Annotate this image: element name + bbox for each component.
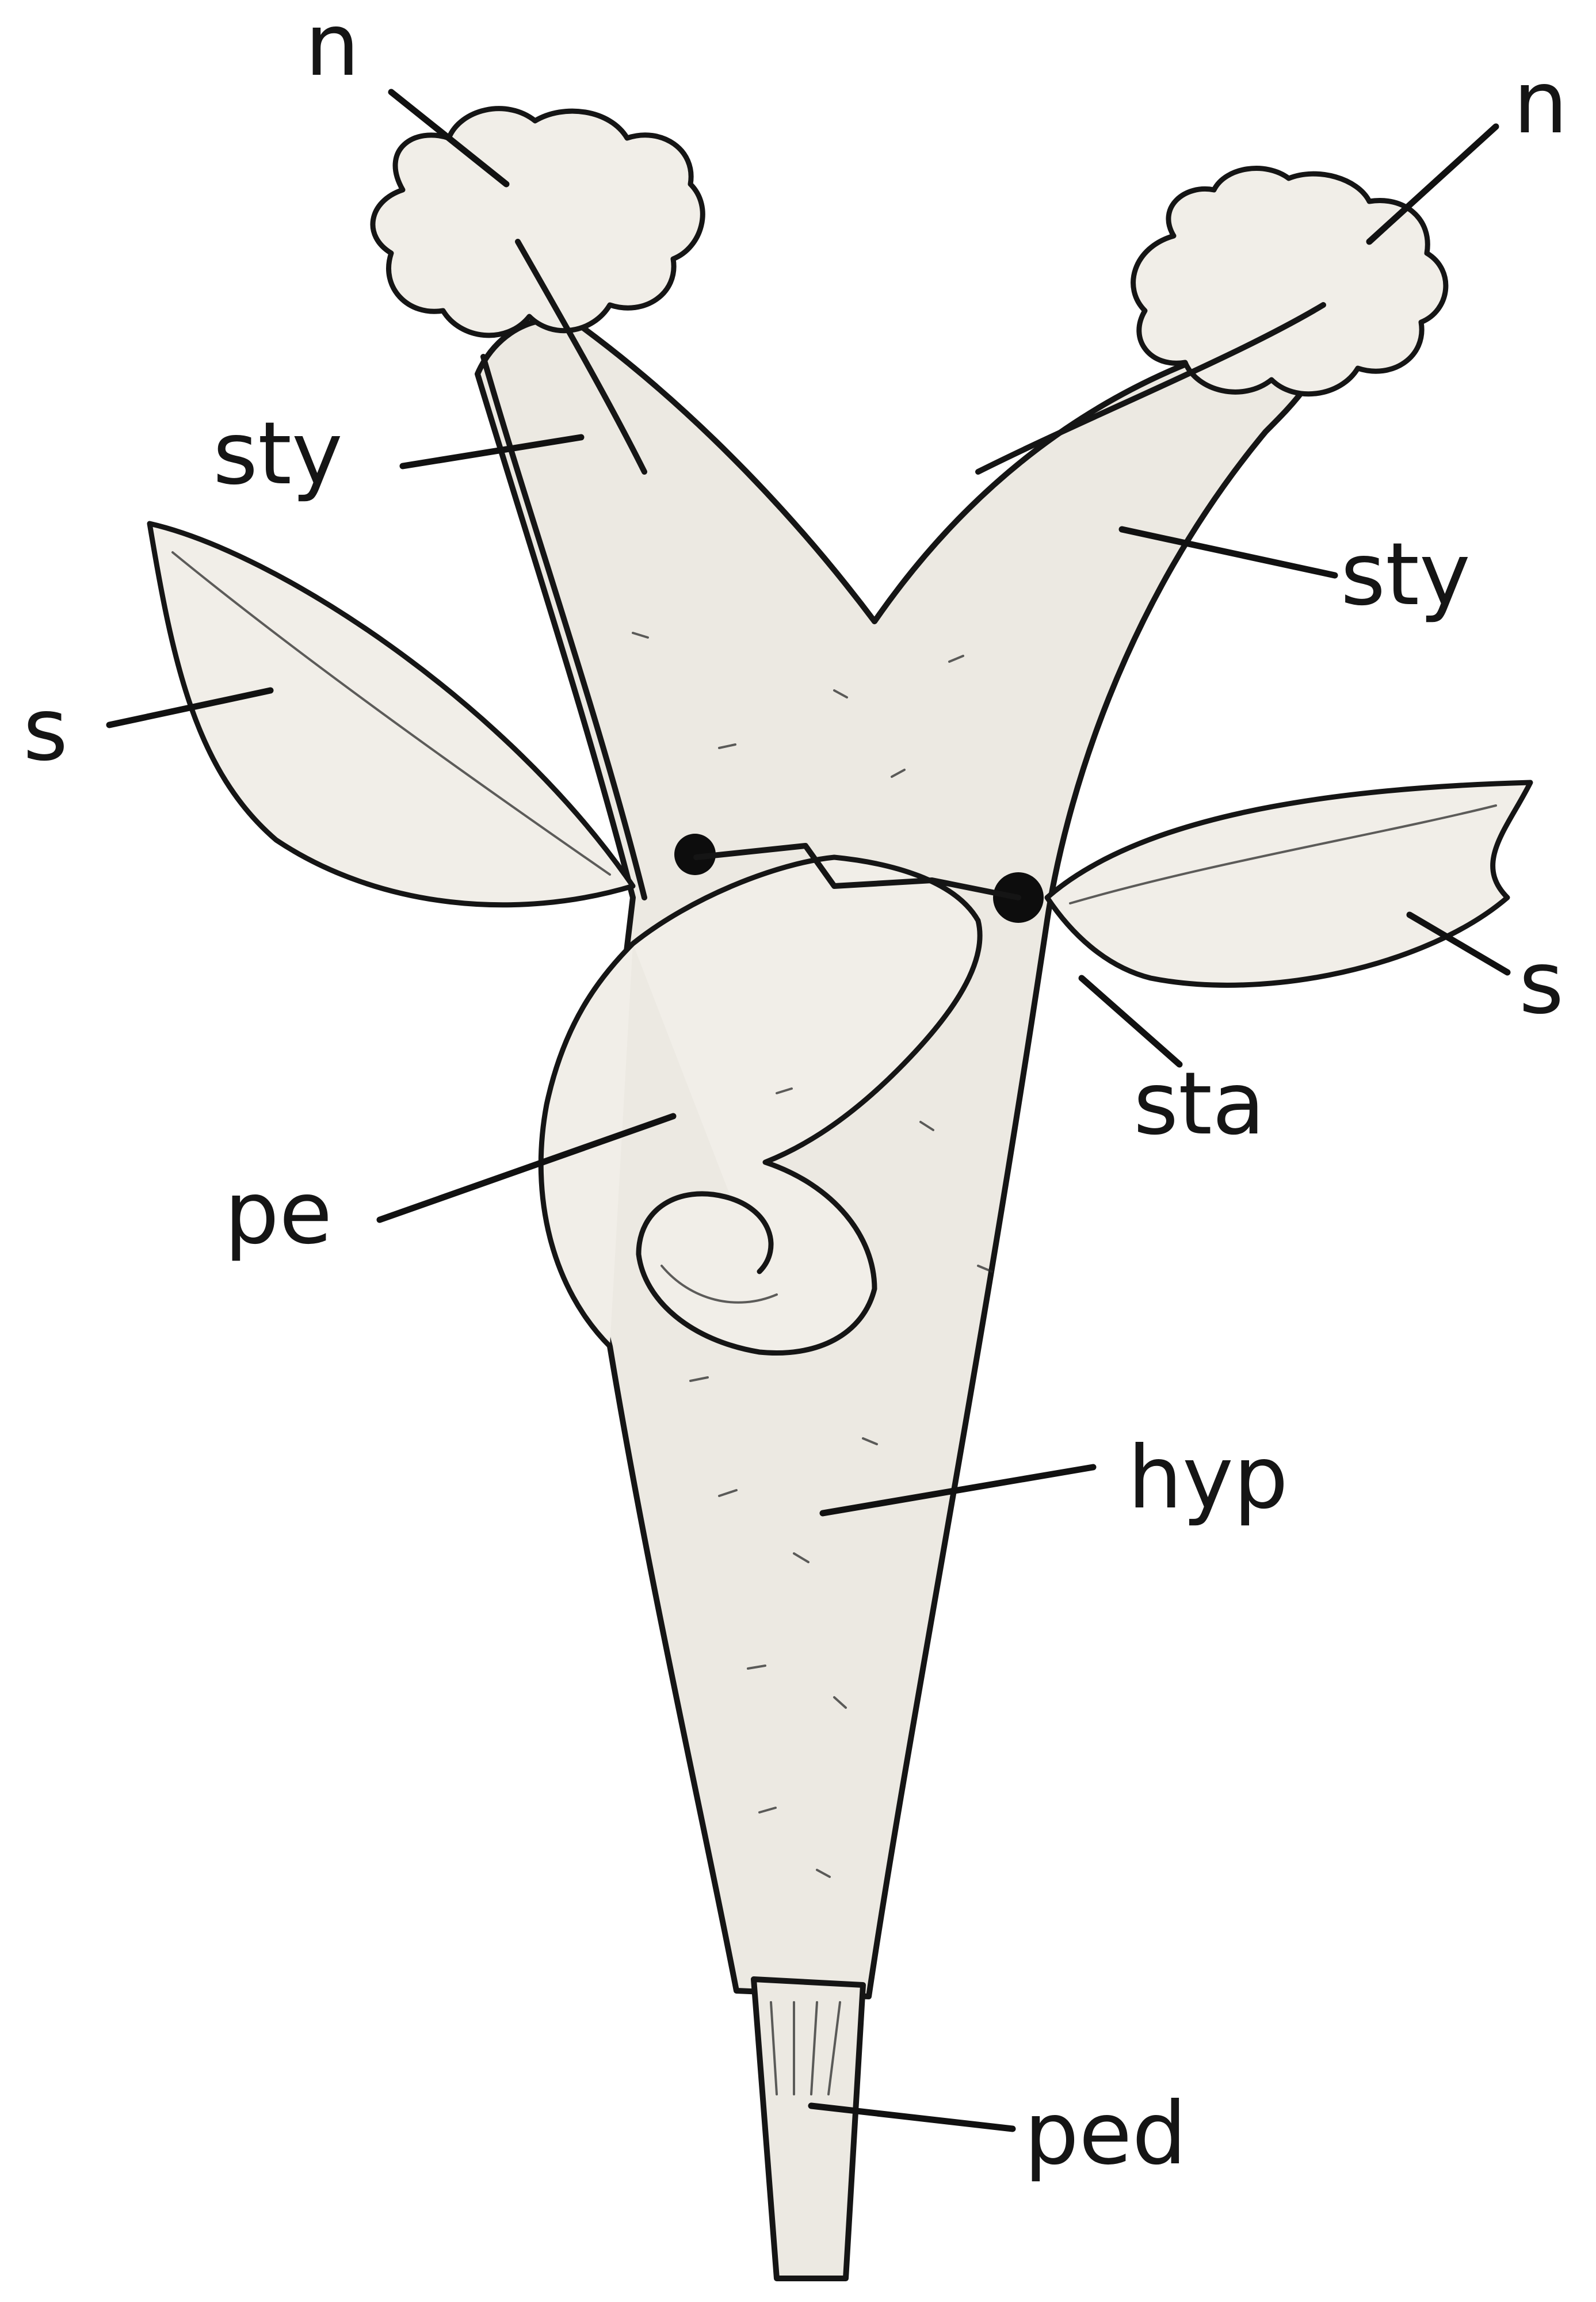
label-sta: sta: [1133, 1054, 1265, 1154]
leader-n-right: [1369, 127, 1496, 242]
label-n-right: n: [1513, 53, 1568, 153]
label-ped: ped: [1024, 2084, 1187, 2184]
stigma-right: [1133, 169, 1446, 394]
label-hyp: hyp: [1128, 1428, 1288, 1528]
pedicel: [754, 1979, 863, 2278]
label-pe: pe: [224, 1163, 333, 1263]
label-sty-left: sty: [213, 404, 343, 504]
stigma-left: [373, 109, 702, 335]
leader-sta: [1082, 978, 1179, 1064]
sepal-right: [1047, 782, 1530, 985]
label-s-right: s: [1519, 933, 1564, 1033]
label-sty-right: sty: [1341, 525, 1471, 625]
label-n-left: n: [305, 0, 360, 96]
label-s-left: s: [23, 680, 68, 780]
